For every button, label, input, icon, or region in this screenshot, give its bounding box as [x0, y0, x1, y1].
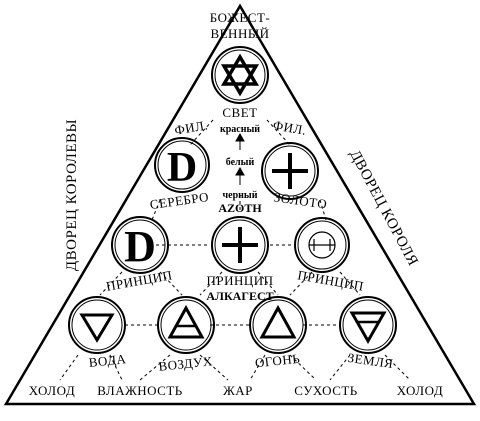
star-of-david-icon [211, 46, 269, 104]
zoloto-label: ЗОЛОТО [273, 189, 328, 211]
element-label-zemlya: ЗЕМЛЯ [347, 350, 395, 371]
outer-triangle [3, 3, 477, 406]
principle-label-center: ПРИНЦИП [206, 273, 273, 288]
left-side-label: ДВОРЕЦ КОРОЛЕВЫ [64, 119, 80, 271]
moon-d-glyph: D [167, 145, 197, 191]
fil-right-label: ФИЛ. [272, 117, 308, 138]
earth-triangle-icon [339, 296, 397, 354]
fire-triangle-icon [249, 296, 307, 354]
principle-salt-icon [294, 217, 350, 273]
svet-label: СВЕТ [222, 105, 257, 120]
element-label-vozduh: ВОЗДУХ [158, 353, 214, 374]
water-triangle-icon [68, 296, 126, 354]
quality-vlazhnost: ВЛАЖНОСТЬ [97, 383, 183, 398]
moon-d-icon: D [154, 137, 210, 193]
quality-holod-right: ХОЛОД [397, 383, 443, 398]
sun-cross-icon [261, 142, 319, 200]
serebro-label: СЕРЕБРО [149, 189, 210, 212]
fil-left-label: ФИЛ. [173, 117, 209, 138]
krasny-label: красный [220, 124, 260, 135]
air-triangle-icon [157, 296, 215, 354]
principle-cross-icon [211, 216, 269, 274]
cherny-label: черный [223, 190, 258, 201]
connectors [59, 119, 411, 381]
principle-label-left: ПРИНЦИП [105, 267, 174, 293]
moon-d-large-glyph: D [124, 222, 156, 271]
alkagest-label: АЛКАГЕСТ [206, 289, 273, 303]
top-label-line1: БОЖЕСТ- [210, 10, 270, 25]
up-arrows [235, 132, 245, 185]
quality-suhost: СУХОСТЬ [294, 383, 358, 398]
quality-zhar: ЖАР [223, 383, 253, 398]
element-label-voda: ВОДА [88, 351, 127, 370]
top-label-line2: ВЕННЫЙ [210, 26, 269, 41]
azoth-label: AZOTH [218, 201, 262, 215]
element-label-ogon: ОГОНЬ [254, 351, 301, 371]
bely-label: белый [226, 157, 255, 168]
principle-moon-icon: D [111, 216, 169, 274]
quality-holod-left: ХОЛОД [29, 383, 75, 398]
